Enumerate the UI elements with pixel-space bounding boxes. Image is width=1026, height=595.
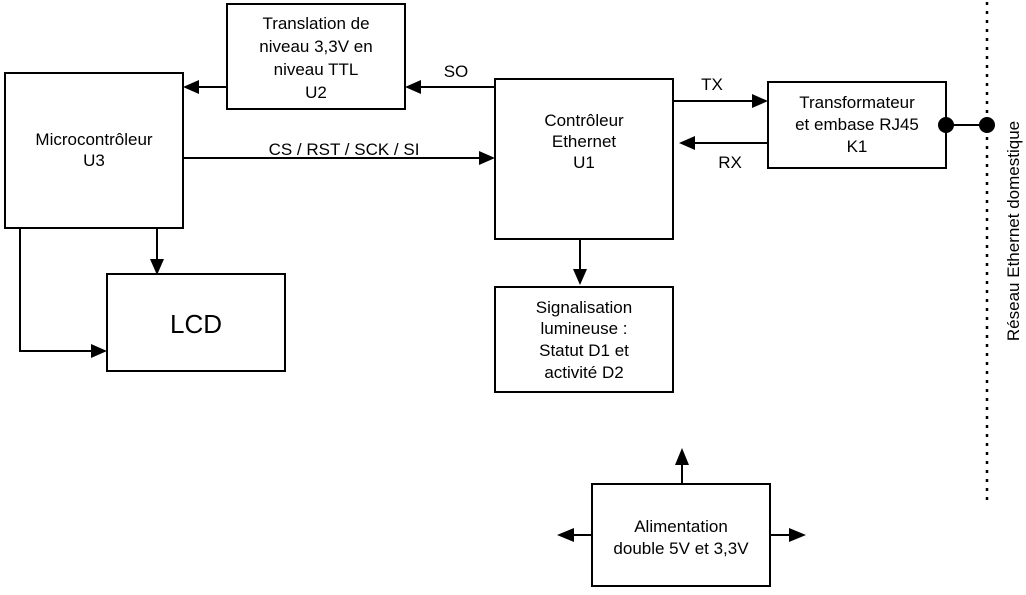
label-network: Réseau Ethernet domestique [1004,121,1023,341]
block-leds: Signalisation lumineuse : Statut D1 et a… [494,286,674,393]
label-so: SO [444,62,469,81]
block-u3-line-1: Microcontrôleur [35,130,152,149]
connector-dot-network [979,117,995,133]
connector-dot-k1 [938,117,954,133]
block-k1-line-1: Transformateur [799,93,915,112]
wire-tx: TX [673,75,768,108]
block-u3-line-2: U3 [83,151,105,170]
wire-u2-to-u3 [183,80,227,94]
block-psu: Alimentation double 5V et 3,3V [591,483,771,587]
block-u1-line-2: Ethernet [552,132,617,151]
block-lcd-label: LCD [170,309,222,339]
wire-psu-up [675,448,689,484]
block-u3: Microcontrôleur U3 [4,72,184,229]
label-tx: TX [701,75,723,94]
block-u2-line-3: niveau TTL [274,60,359,79]
label-bus: CS / RST / SCK / SI [269,140,420,159]
wire-psu-left [557,528,592,542]
block-u2-line-4: U2 [305,83,327,102]
block-psu-line-1: Alimentation [634,517,728,536]
wire-u1-to-leds [573,239,587,285]
block-leds-line-3: Statut D1 et [539,341,629,360]
block-k1-line-3: K1 [847,137,868,156]
wire-bus: CS / RST / SCK / SI [183,140,495,165]
wire-u3-to-lcd-side [19,228,107,358]
block-leds-line-1: Signalisation [536,298,632,317]
block-k1: Transformateur et embase RJ45 K1 [767,81,947,169]
block-psu-line-2: double 5V et 3,3V [613,539,749,558]
block-u2-line-1: Translation de [262,14,369,33]
wire-so: SO [405,62,495,94]
block-k1-line-2: et embase RJ45 [795,115,919,134]
wire-rx: RX [679,136,768,172]
block-leds-line-2: lumineuse : [541,319,628,338]
block-u1: Contrôleur Ethernet U1 [494,78,674,240]
label-rx: RX [718,153,742,172]
block-u1-line-1: Contrôleur [544,111,624,130]
block-lcd: LCD [106,273,286,372]
wire-u3-to-lcd-top [150,228,164,275]
wire-psu-right [770,528,806,542]
block-u2-line-2: niveau 3,3V en [259,37,372,56]
network-connection [938,117,995,133]
block-leds-line-4: activité D2 [544,363,623,382]
block-u2: Translation de niveau 3,3V en niveau TTL… [226,3,406,110]
block-u1-line-3: U1 [573,153,595,172]
